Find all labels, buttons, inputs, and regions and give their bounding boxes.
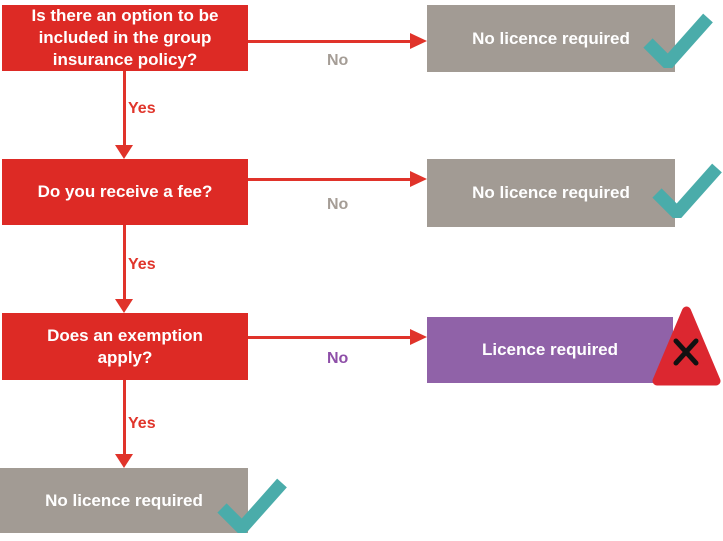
- arrow-yes-3-line: [123, 380, 126, 455]
- outcome-box-licence-required: Licence required: [427, 317, 673, 383]
- arrow-no-2-line: [248, 178, 412, 181]
- edge-label-no-2: No: [327, 196, 349, 213]
- outcome-box-no-licence-3: No licence required: [0, 468, 287, 533]
- arrow-no-2-head: [410, 171, 427, 187]
- arrow-no-3-head: [410, 329, 427, 345]
- question-box-group-insurance-label: Is there an option to be included in the…: [31, 6, 219, 69]
- outcome-box-no-licence-3-label: No licence required: [45, 490, 203, 510]
- arrow-no-3-line: [248, 336, 412, 339]
- arrow-yes-2-head: [115, 299, 133, 313]
- arrow-yes-1-line: [123, 71, 126, 146]
- arrow-no-1-line: [248, 40, 412, 43]
- arrow-yes-1-head: [115, 145, 133, 159]
- check-icon: [643, 13, 713, 68]
- arrow-yes-2-line: [123, 225, 126, 300]
- question-box-exemption: Does an exemption apply?: [2, 313, 248, 380]
- check-icon: [217, 478, 287, 533]
- question-box-exemption-label: Does an exemption apply?: [47, 325, 203, 367]
- question-box-receive-fee: Do you receive a fee?: [2, 159, 248, 225]
- check-icon: [652, 163, 722, 218]
- edge-label-yes-1: Yes: [128, 100, 156, 117]
- edge-label-no-1: No: [327, 52, 349, 69]
- arrow-no-1-head: [410, 33, 427, 49]
- question-box-receive-fee-label: Do you receive a fee?: [37, 182, 213, 202]
- arrow-yes-3-head: [115, 454, 133, 468]
- outcome-box-licence-required-label: Licence required: [481, 340, 619, 360]
- outcome-box-no-licence-1: No licence required: [427, 5, 713, 72]
- edge-label-yes-2: Yes: [128, 256, 156, 273]
- question-box-group-insurance: Is there an option to be included in the…: [2, 5, 248, 71]
- outcome-box-no-licence-2-label: No licence required: [472, 183, 630, 203]
- edge-label-no-3: No: [327, 350, 349, 367]
- edge-label-yes-3: Yes: [128, 415, 156, 432]
- outcome-box-no-licence-1-label: No licence required: [472, 28, 630, 48]
- outcome-box-no-licence-2: No licence required: [427, 159, 722, 227]
- warning-triangle-x-icon: [652, 306, 721, 386]
